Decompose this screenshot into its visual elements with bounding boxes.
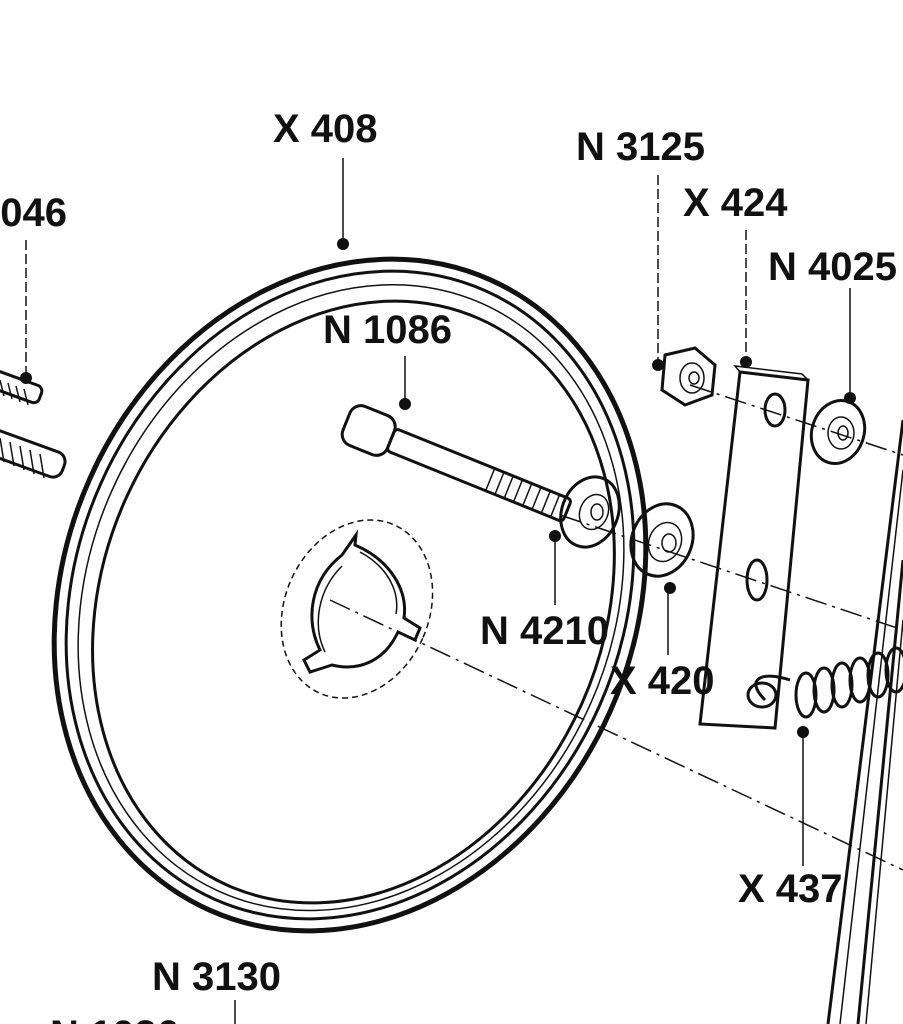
washer-n4210 xyxy=(559,475,621,549)
leader-dots xyxy=(20,238,856,738)
left-studs-n1046 xyxy=(0,369,67,479)
label-n4210: N 4210 xyxy=(480,609,609,653)
upper-axis-line xyxy=(689,384,903,456)
label-n3125: N 3125 xyxy=(576,125,705,169)
spacer-x420 xyxy=(629,502,695,578)
wheel-x408 xyxy=(51,256,649,934)
label-n1036: N 1036 xyxy=(50,1013,179,1024)
link-plate-x424 xyxy=(698,365,810,730)
leader-lines xyxy=(25,158,851,1024)
label-n1046: N 1046 xyxy=(0,191,67,235)
label-n1086: N 1086 xyxy=(323,308,452,352)
label-x424: X 424 xyxy=(683,181,788,225)
wheel-hub-opening xyxy=(302,529,422,674)
label-n4025: N 4025 xyxy=(768,245,897,289)
frame-rails xyxy=(826,419,903,1024)
label-x408: X 408 xyxy=(273,107,378,151)
nut-n3125 xyxy=(660,346,717,407)
washer-n4025 xyxy=(809,399,867,465)
bolt-n1086 xyxy=(340,404,572,523)
middle-axis-line xyxy=(559,514,903,631)
label-x420: X 420 xyxy=(610,659,715,703)
label-x437: X 437 xyxy=(738,867,843,911)
center-axis-line xyxy=(329,599,903,871)
label-n3130: N 3130 xyxy=(152,955,281,999)
